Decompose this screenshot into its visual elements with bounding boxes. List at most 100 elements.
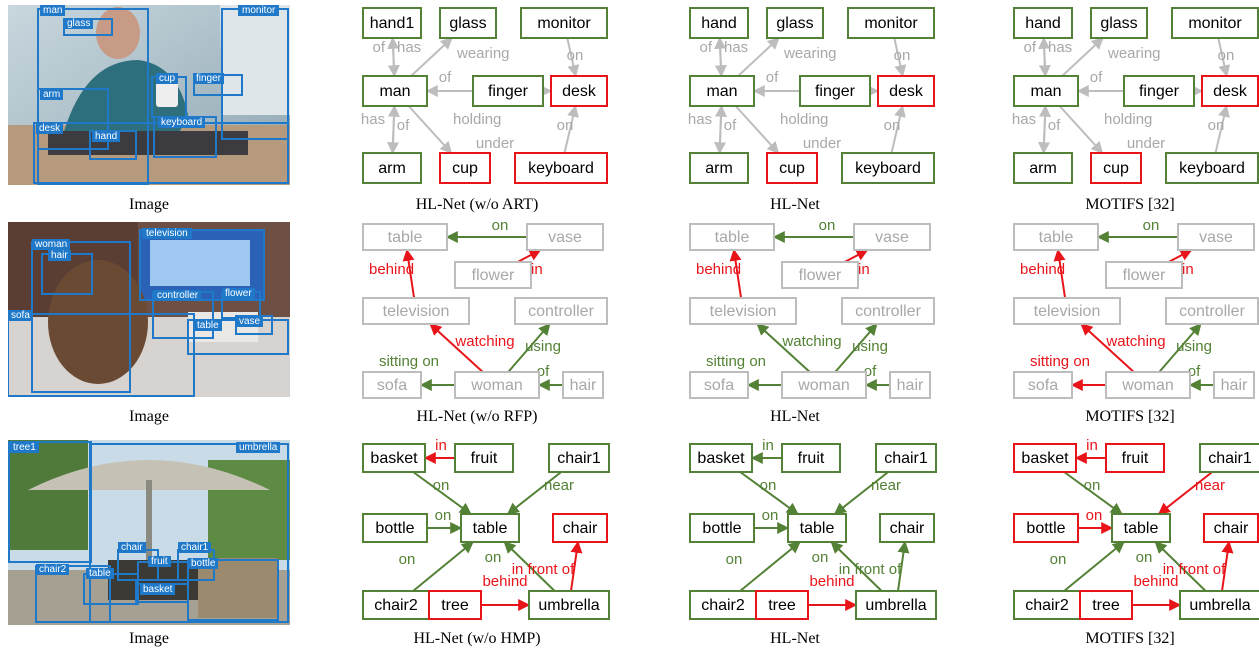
object-node-label: arm (705, 160, 733, 177)
object-node: table (460, 513, 520, 543)
object-node-label: chair2 (374, 597, 418, 614)
box-label-man: man (40, 5, 66, 16)
object-node-label: sofa (377, 377, 407, 394)
relation-label: watching (454, 333, 514, 350)
object-node-label: hand1 (370, 15, 415, 32)
relation-label: in (435, 437, 447, 454)
relation-label: sitting on (1030, 353, 1090, 370)
relation-label: on (1136, 549, 1153, 566)
relation-label: under (803, 135, 841, 152)
object-node-label: woman (1121, 377, 1174, 394)
box-label-chair: chair (118, 542, 146, 553)
object-node: monitor (847, 7, 935, 39)
object-node: tree (428, 590, 482, 620)
relation-edge (739, 471, 799, 515)
relation-label: in (1182, 261, 1194, 278)
relation-edge (890, 104, 906, 154)
relation-edge (1063, 471, 1123, 515)
object-node-label: controller (1179, 303, 1245, 320)
relation-edge (714, 36, 727, 77)
object-node-label: bottle (702, 520, 741, 537)
relation-label: on (762, 507, 779, 524)
object-node: fruit (454, 443, 514, 473)
relation-label: on (819, 217, 836, 234)
object-node-label: arm (1029, 160, 1057, 177)
relation-edge (507, 323, 551, 373)
caption-r1-c1: HL-Net (w/o ART) (415, 196, 539, 213)
box-label-bottle: bottle (188, 558, 219, 569)
relation-label: on (567, 47, 584, 64)
relation-edge (833, 471, 889, 515)
object-node-label: umbrella (865, 597, 926, 614)
object-node: chair2 (362, 590, 430, 620)
object-node-label: umbrella (1189, 597, 1250, 614)
caption-r3-c1: HL-Net (w/o HMP) (413, 630, 541, 647)
object-node-label: hair (897, 377, 924, 394)
object-node-label: tree (768, 597, 796, 614)
caption-r3-c2: HL-Net (770, 630, 820, 647)
object-node: basket (689, 443, 753, 473)
object-node: vase (1177, 223, 1255, 251)
object-node: tree (755, 590, 809, 620)
object-node-label: table (1039, 229, 1074, 246)
relation-label: wearing (1107, 45, 1161, 62)
object-node-label: umbrella (538, 597, 599, 614)
object-node-label: table (800, 520, 835, 537)
object-node-label: chair2 (701, 597, 745, 614)
object-node-label: keyboard (1179, 160, 1245, 177)
object-node-label: vase (875, 229, 909, 246)
object-node: television (362, 297, 470, 325)
object-node-label: hand (1025, 15, 1061, 32)
object-node: monitor (1171, 7, 1259, 39)
relation-label: holding (1104, 111, 1152, 128)
relation-label: of (397, 117, 410, 134)
box-label-tree1: tree1 (10, 442, 39, 453)
relation-label: on (435, 507, 452, 524)
box-label-controller: controller (154, 290, 202, 301)
object-node: fruit (781, 443, 841, 473)
object-node: keyboard (841, 152, 935, 184)
relation-label: using (525, 338, 561, 355)
relation-label: on (812, 549, 829, 566)
box-label-chair1: chair1 (178, 542, 212, 553)
object-node: man (362, 75, 428, 107)
object-node: bottle (362, 513, 428, 543)
relation-edge (1063, 541, 1125, 592)
box-label-television: television (142, 228, 192, 239)
object-node-label: flower (799, 267, 842, 284)
image-office: man glass monitor cup finger arm desk ha… (8, 5, 290, 185)
object-node: desk (1201, 75, 1259, 107)
relation-edge (1038, 105, 1051, 155)
object-node-label: tree (441, 597, 469, 614)
object-node: arm (362, 152, 422, 184)
relation-label: in (762, 437, 774, 454)
relation-edge (1217, 37, 1231, 78)
object-node-label: glass (776, 15, 813, 32)
relation-edge (1158, 323, 1202, 373)
object-node-label: man (379, 83, 410, 100)
relation-label: holding (453, 111, 501, 128)
relation-label: has (397, 39, 421, 56)
object-node-label: hair (570, 377, 597, 394)
object-node: table (362, 223, 448, 251)
object-node: woman (781, 371, 867, 399)
relation-label: behind (1020, 261, 1065, 278)
relation-edge (1221, 540, 1234, 592)
relation-edge (834, 323, 878, 373)
relation-label: watching (1105, 333, 1165, 350)
relation-label: on (485, 549, 502, 566)
relation-label: on (760, 477, 777, 494)
object-node-label: cup (1103, 160, 1129, 177)
relation-label: of (766, 69, 779, 86)
relation-edge (387, 36, 400, 77)
relation-edge (570, 540, 583, 592)
relation-label: on (1084, 477, 1101, 494)
caption-r1-c3: MOTIFS [32] (1085, 196, 1175, 213)
